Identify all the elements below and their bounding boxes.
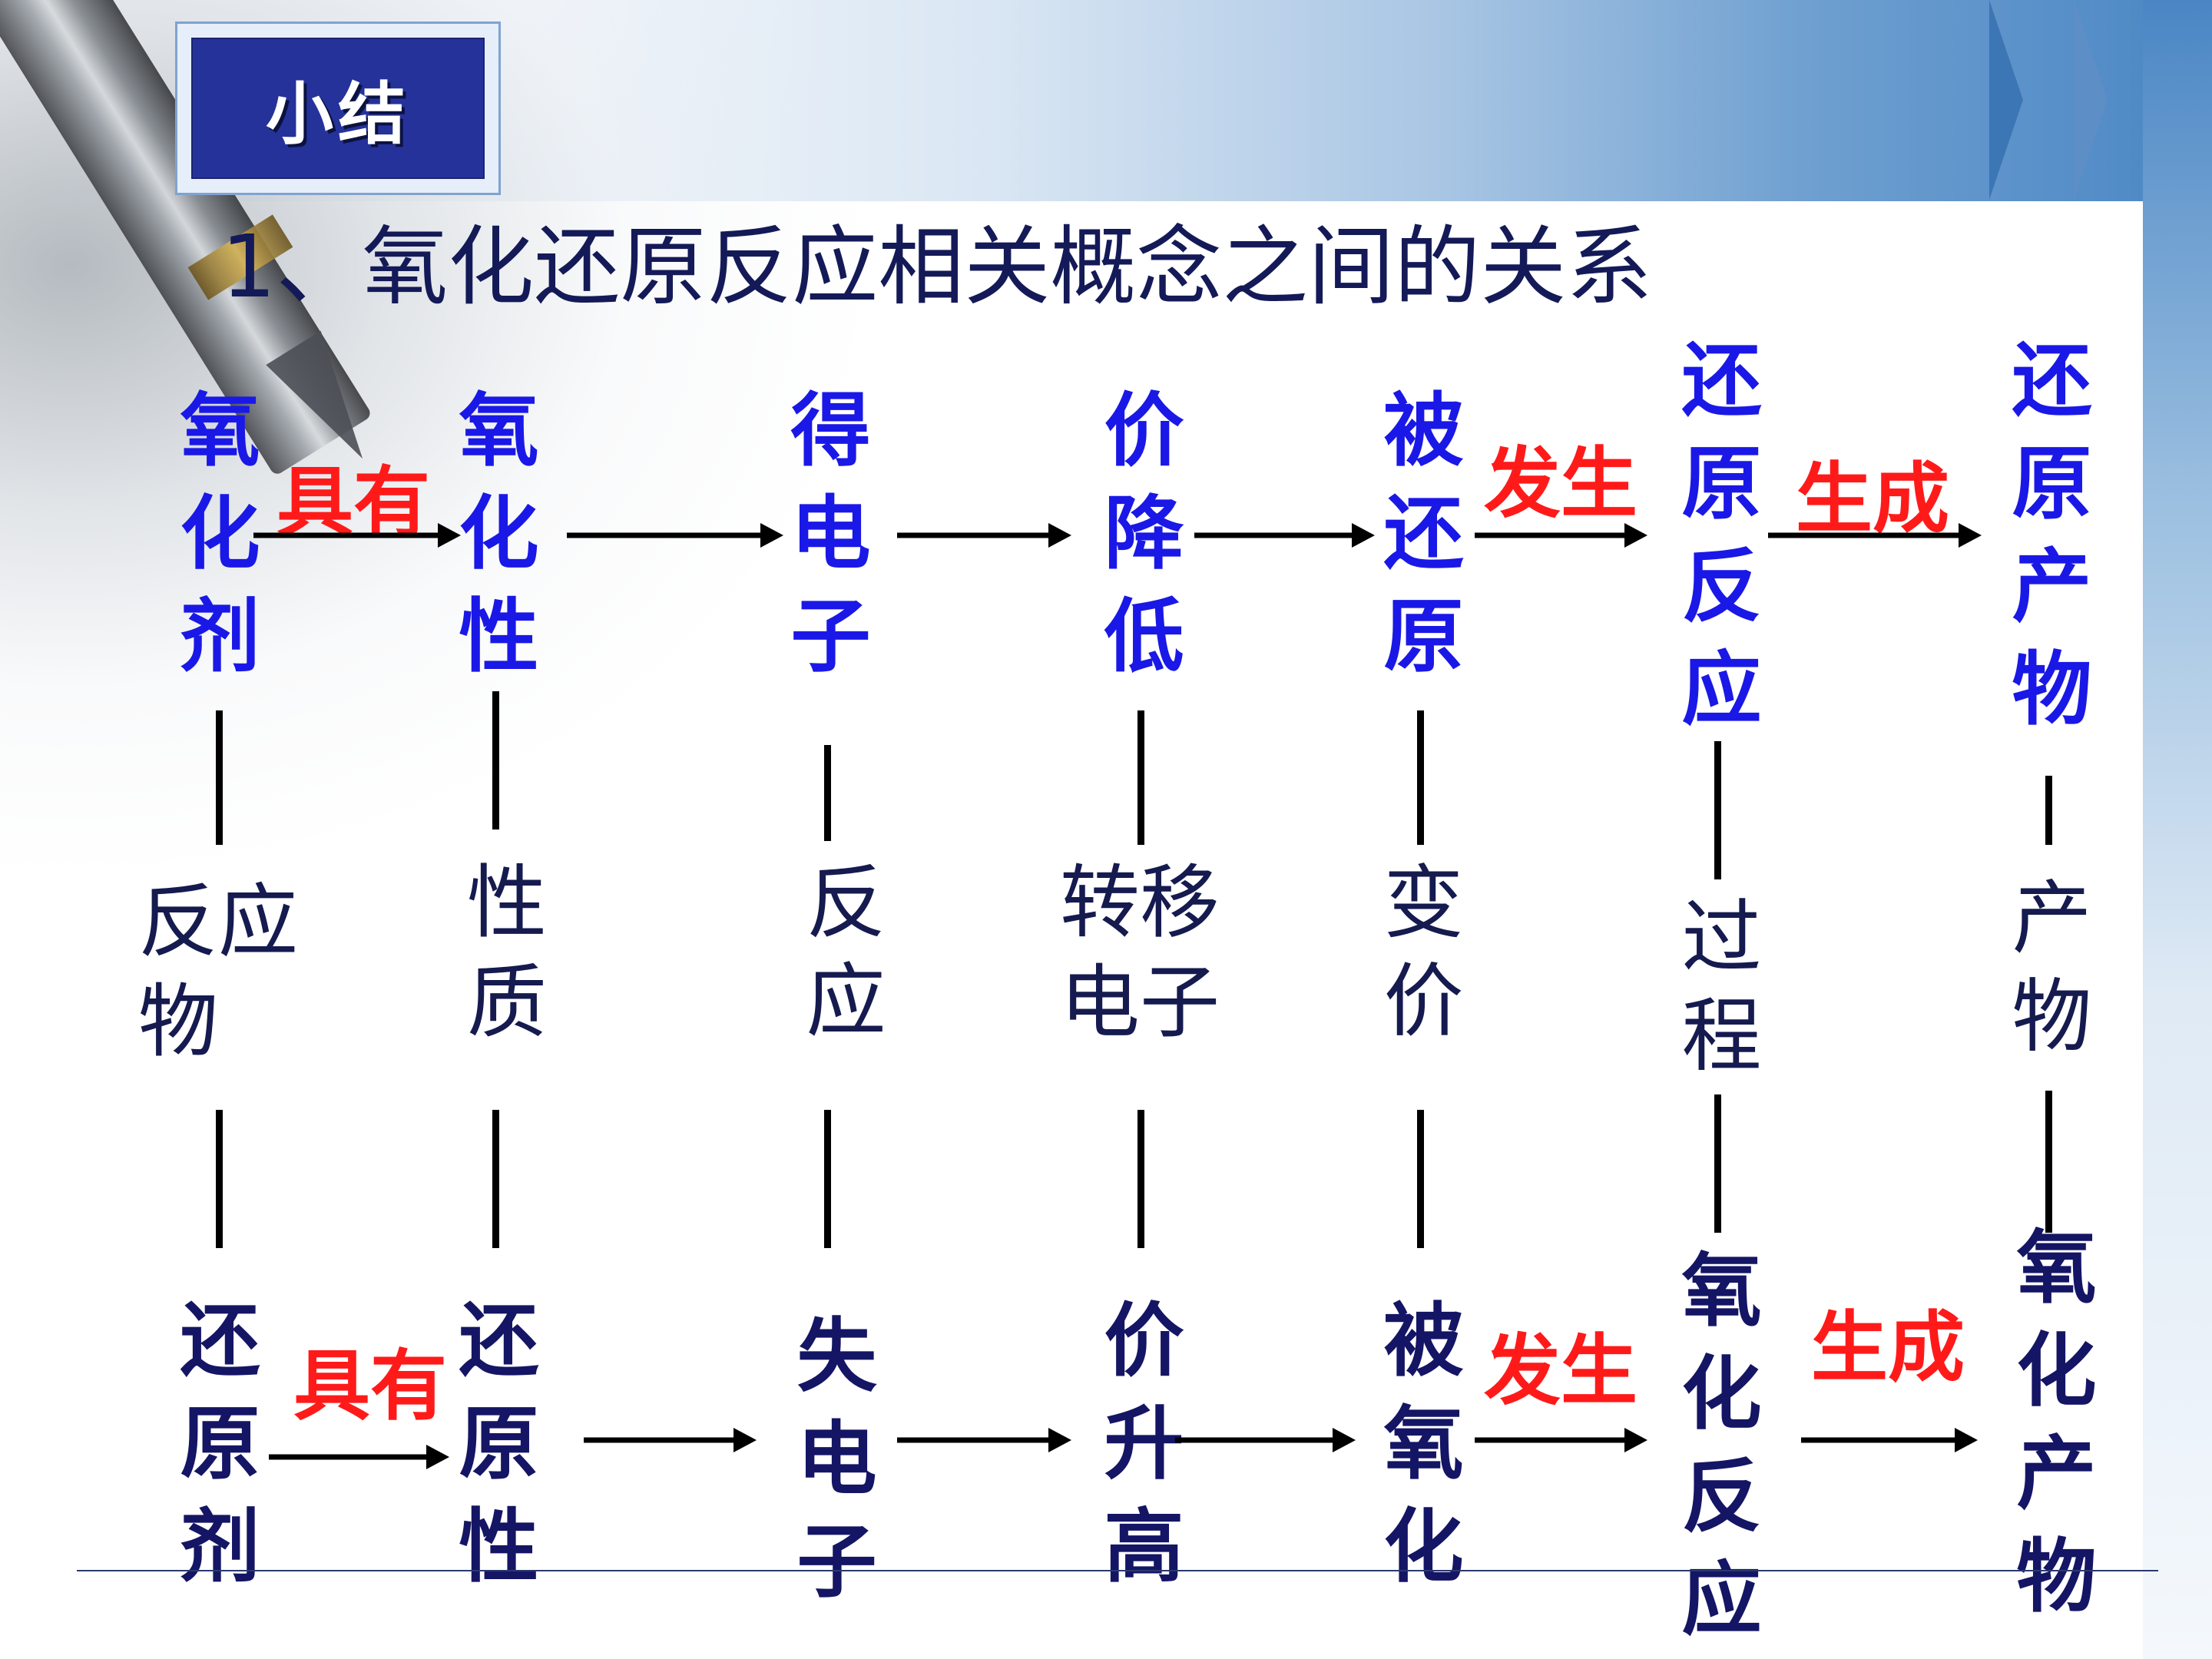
term-reductant: 还原剂 (166, 1298, 260, 1607)
connector-line (1714, 1094, 1721, 1233)
right-edge-decoration (2143, 0, 2212, 1659)
arrowhead-icon (1352, 523, 1375, 548)
arrowhead-icon (1959, 523, 1982, 548)
section-badge: 小结 (175, 22, 501, 195)
relation-undergo-top: 发生 (1484, 439, 1637, 528)
arrowhead-icon (426, 1445, 449, 1469)
arrowhead-icon (438, 523, 461, 548)
term-oxidation-reaction: 氧化反应 (1667, 1248, 1761, 1659)
category-transfer-line1: 转移 (1060, 856, 1220, 949)
connector-line (1417, 710, 1424, 845)
category-product: 产物 (1998, 876, 2091, 1072)
category-property-line1: 性 (467, 856, 548, 949)
connector-line (2045, 776, 2052, 845)
category-reactant-line2: 物 (138, 975, 219, 1068)
arrowhead-icon (1624, 1428, 1647, 1452)
arrowhead-icon (1048, 523, 1071, 548)
category-reaction: 反应 (792, 860, 886, 1057)
relation-has-bottom: 具有 (293, 1341, 447, 1431)
connector-line (1137, 1110, 1144, 1248)
term-oxidant: 氧化剂 (166, 388, 260, 697)
term-reduction-product: 还原产物 (1998, 338, 2091, 750)
footer-divider (77, 1570, 2158, 1571)
badge-label: 小结 (265, 74, 410, 154)
relation-has-top: 具有 (276, 458, 430, 548)
connector-line (1417, 1110, 1424, 1248)
arrowhead-icon (1333, 1428, 1356, 1452)
term-gain-electrons: 得电子 (777, 388, 870, 697)
connector-line (1714, 741, 1721, 879)
category-valence-change: 变价 (1369, 860, 1463, 1057)
term-oxidation-product: 氧化产物 (2002, 1225, 2096, 1637)
category-process: 过程 (1667, 895, 1761, 1091)
arrowhead-icon (760, 523, 783, 548)
term-reduced: 被还原 (1369, 388, 1463, 697)
arrowhead-icon (1955, 1428, 1978, 1452)
badge-box: 小结 (191, 38, 485, 179)
category-electron-transfer: 转移 电子 (1060, 853, 1220, 1052)
term-oxidizing-property: 氧化性 (445, 388, 538, 697)
connector-line (2045, 1091, 2052, 1233)
relation-undergo-bottom: 发生 (1484, 1326, 1637, 1416)
relation-produce-bottom: 生成 (1811, 1303, 1965, 1392)
term-oxidized: 被氧化 (1369, 1298, 1463, 1607)
chevron-decoration-icon (1989, 0, 2023, 200)
connector-line (492, 1110, 499, 1248)
category-reactant-line1: 反应 (138, 875, 299, 969)
category-reactant: 反应 物 (138, 872, 298, 1071)
category-property: 性 质 (467, 853, 547, 1052)
connector-line (824, 745, 831, 841)
term-valence-increase: 价升高 (1090, 1298, 1184, 1607)
category-transfer-line2: 电子 (1060, 955, 1220, 1049)
term-reduction-reaction: 还原反应 (1667, 338, 1761, 750)
term-reducing-property: 还原性 (445, 1298, 538, 1607)
relation-produce-top: 生成 (1796, 454, 1949, 544)
connector-line (492, 691, 499, 830)
connector-line (1137, 710, 1144, 845)
slide-title: 1、氧化还原反应相关概念之间的关系 (221, 217, 1653, 317)
connector-line (216, 1110, 223, 1248)
term-valence-decrease: 价降低 (1090, 388, 1184, 697)
chevron-decoration-icon (2074, 0, 2108, 200)
category-property-line2: 质 (467, 955, 548, 1049)
arrowhead-icon (1048, 1428, 1071, 1452)
arrowhead-icon (733, 1428, 757, 1452)
connector-line (824, 1110, 831, 1248)
connector-line (216, 710, 223, 845)
arrowhead-icon (1624, 523, 1647, 548)
